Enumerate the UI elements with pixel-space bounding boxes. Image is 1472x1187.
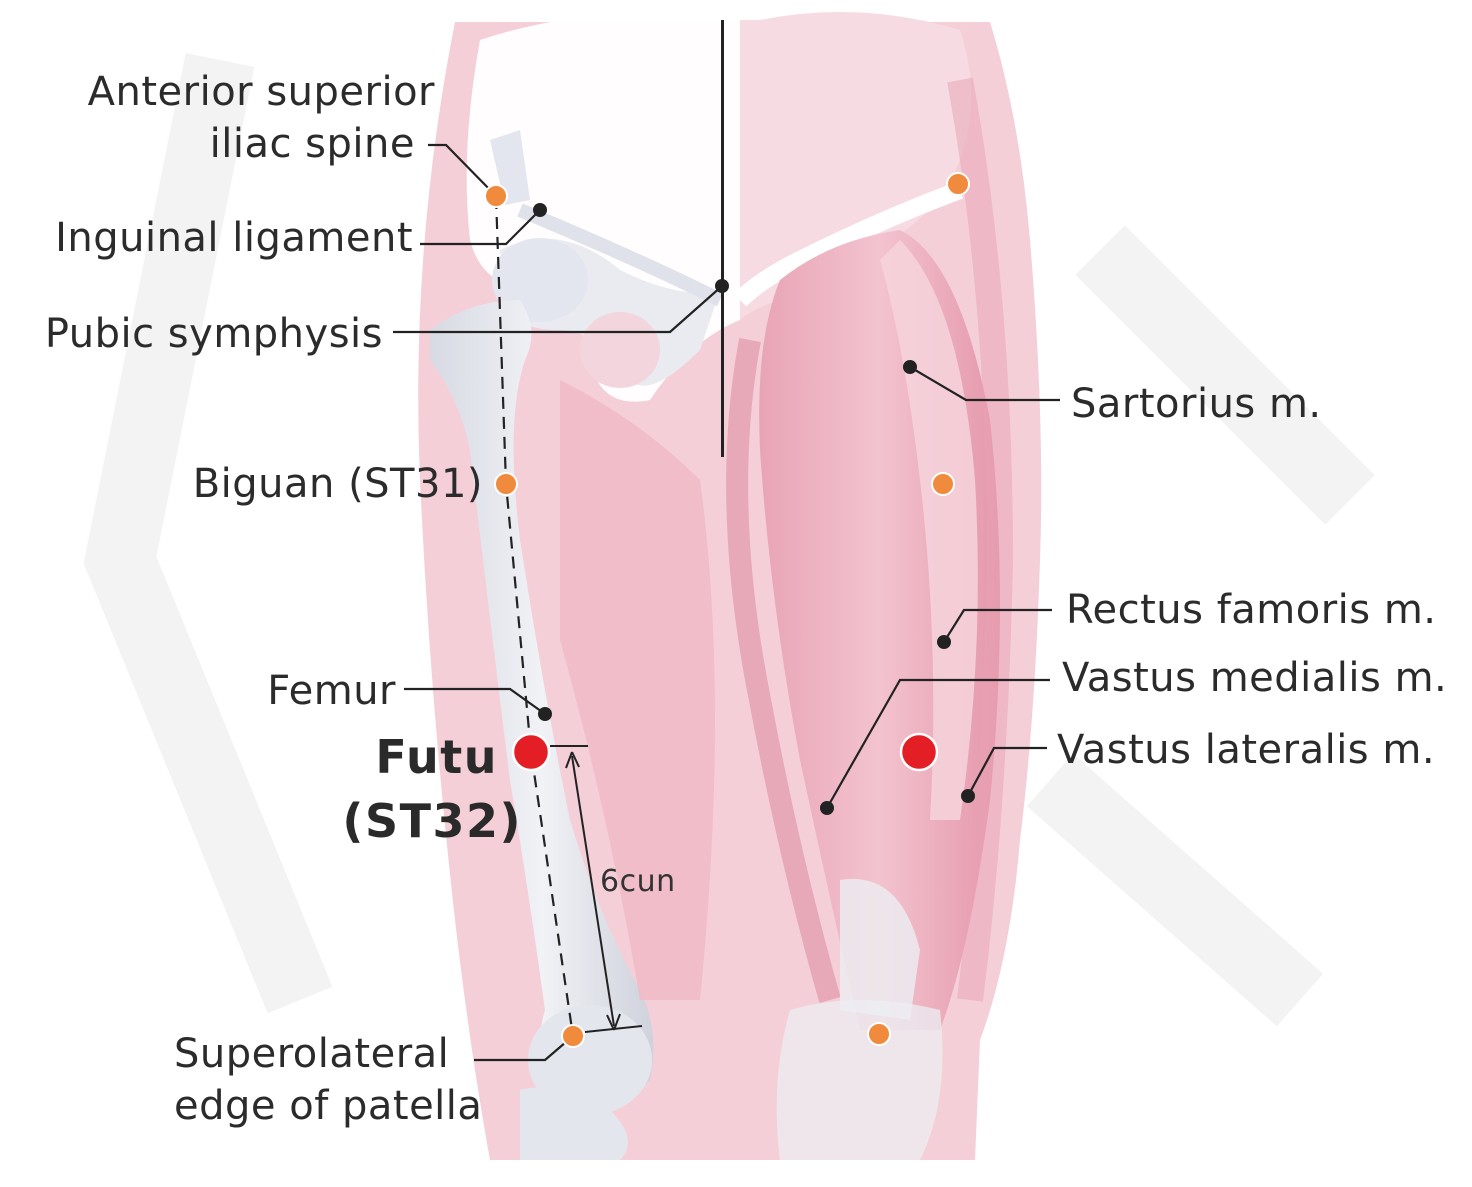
annotation-overlay [393,143,1060,1062]
label-femur: Femur [267,668,396,714]
marker-rectus [937,635,951,649]
pelvis-bone [466,12,972,402]
point-biguan-left [494,472,518,496]
label-asis-line1: Anterior superior [87,69,435,115]
measure-arrowhead-top [565,751,580,769]
leader-pubic [393,285,723,334]
leader-inguinal [420,209,541,246]
label-asis-line2: iliac spine [209,121,415,167]
watermark [83,53,1375,1027]
marker-femur [538,707,552,721]
leader-rectus [943,608,1052,643]
leader-vastus-lateralis [967,746,1047,797]
point-futu-left [511,732,551,772]
marker-sartorius [903,360,917,374]
femur-bone [430,300,654,1107]
label-inguinal-ligament: Inguinal ligament [55,215,413,261]
label-distance: 6cun [600,864,676,899]
point-patella-left [561,1024,585,1048]
label-patella-line2: edge of patella [174,1083,483,1129]
leader-patella [474,1035,574,1062]
leader-asis [428,143,497,197]
point-biguan-right [931,472,955,496]
knee-bone [520,1087,628,1160]
label-vastus-medialis: Vastus medialis m. [1062,655,1448,701]
marker-pubic [715,279,729,293]
label-biguan: Biguan (ST31) [192,461,483,507]
marker-vastus-lateralis [961,789,975,803]
leader-femur [404,687,546,715]
label-futu-code: (ST32) [342,794,522,848]
label-rectus-femoris: Rectus famoris m. [1066,587,1437,633]
midline [721,20,724,457]
thigh-muscles [726,77,1014,1160]
measure-arrowhead-bottom [606,1013,621,1031]
meridian-dashed-line [494,196,575,1037]
label-patella-line1: Superolateral [174,1031,450,1077]
marker-inguinal [533,203,547,217]
marker-vastus-medialis [820,801,834,815]
leader-vastus-medialis [826,678,1050,809]
label-vastus-lateralis: Vastus lateralis m. [1057,727,1436,773]
label-sartorius: Sartorius m. [1071,381,1322,427]
leader-sartorius [909,366,1060,402]
label-futu: Futu [375,730,498,784]
point-patella-right [867,1022,891,1046]
point-futu-right [899,732,939,772]
measure-arrow-line [571,755,615,1027]
label-pubic-symphysis: Pubic symphysis [44,311,383,357]
point-asis-right [946,172,970,196]
patella-bone [528,1005,652,1115]
left-thigh-muscles [560,380,715,1000]
point-asis-left [484,184,508,208]
